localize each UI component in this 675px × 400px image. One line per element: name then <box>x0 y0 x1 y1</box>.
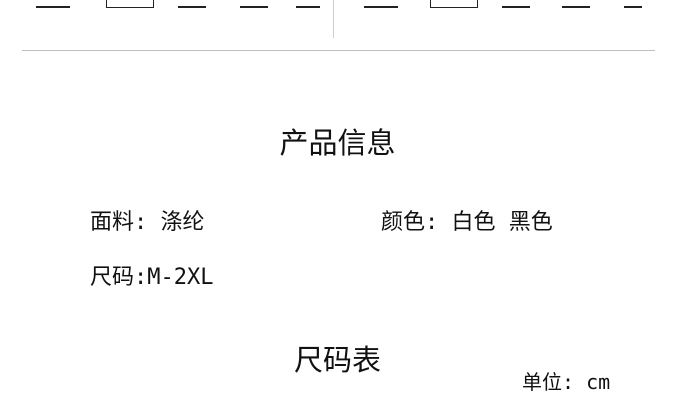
size-label: 尺码: <box>90 265 148 290</box>
material-spec: 面料: 涤纶 <box>90 209 205 237</box>
top-right-end-mark <box>562 0 590 8</box>
color-spec: 颜色: 白色 黑色 <box>381 209 553 237</box>
top-table-fragment <box>0 0 675 50</box>
top-divider <box>333 0 334 38</box>
size-spec: 尺码:M-2XL <box>90 264 213 292</box>
top-far-right-mark <box>624 0 642 8</box>
top-left-box <box>106 0 154 8</box>
product-info-title: 产品信息 <box>279 126 396 160</box>
top-middle-mark-left <box>178 0 206 8</box>
size-table-title: 尺码表 <box>293 343 381 377</box>
top-left-mark <box>36 0 70 8</box>
color-label: 颜色: <box>381 210 439 235</box>
unit-label: 单位: <box>522 370 575 394</box>
size-value: M-2XL <box>147 265 214 290</box>
top-right-box <box>430 0 478 8</box>
material-label: 面料: <box>90 210 148 235</box>
top-middle-mark-right <box>296 0 320 8</box>
color-value: 白色 黑色 <box>451 210 553 235</box>
unit-value: cm <box>586 370 611 394</box>
top-middle-mark-center <box>240 0 268 8</box>
top-right-middle-mark <box>502 0 530 8</box>
size-unit: 单位: cm <box>522 368 610 396</box>
material-value: 涤纶 <box>160 210 205 235</box>
section-divider <box>22 50 655 51</box>
top-right-mark <box>364 0 398 8</box>
